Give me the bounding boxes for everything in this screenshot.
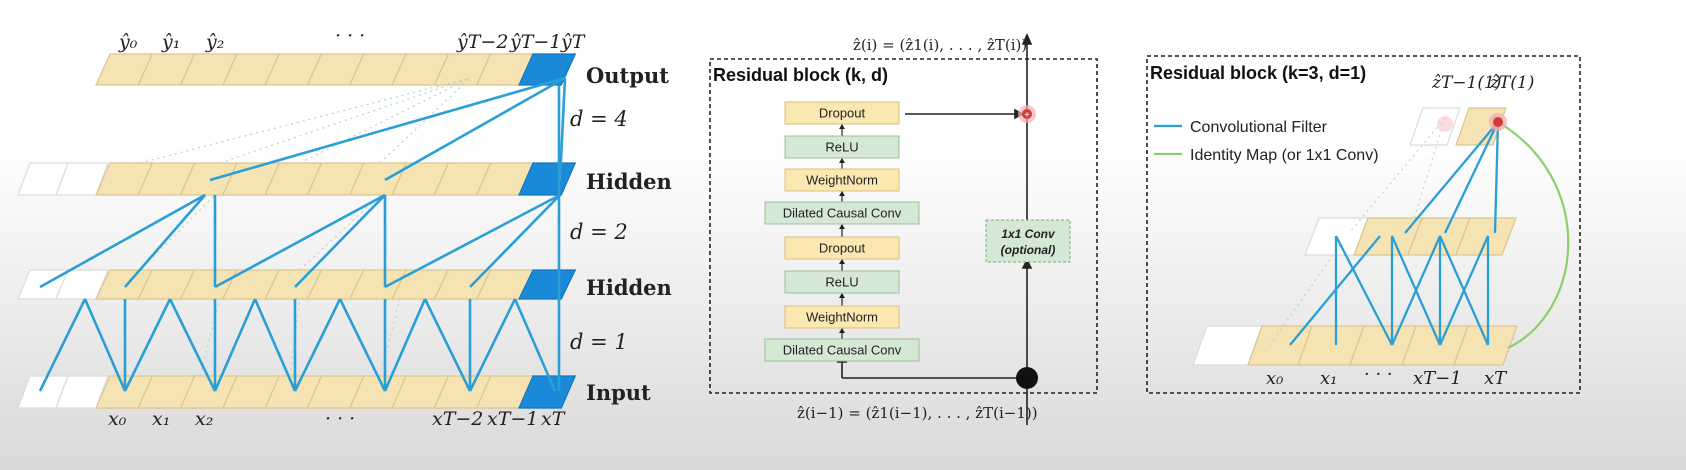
dilation-2-label: d = 2 <box>570 220 628 244</box>
plus-icon: + <box>1024 110 1030 121</box>
output-ellipsis: · · · <box>335 25 365 47</box>
residual-layer-label-4: Dropout <box>819 241 866 256</box>
example-dotted-lines <box>1269 117 1446 346</box>
ex-x-t-label: xT <box>1484 368 1508 389</box>
input-node <box>1016 367 1038 389</box>
z-i-label: ẑ(i) = (ẑ1(i), . . . , ẑT(i)) <box>853 36 1027 54</box>
ghost-cells <box>17 162 109 409</box>
example-input-labels: x₀ x₁ · · · xT−1 xT <box>1266 364 1508 389</box>
residual-layer-label-3: Dilated Causal Conv <box>783 206 902 221</box>
output-cell-10 <box>518 53 577 86</box>
y-hat-t-label: ŷT <box>560 31 586 53</box>
y-hat-1-label: ŷ₁ <box>161 31 180 53</box>
y-hat-0-label: ŷ₀ <box>118 31 138 53</box>
residual-layer-label-6: WeightNorm <box>806 310 878 325</box>
residual-arrowhead-3 <box>839 224 845 229</box>
x-t-label: xT <box>541 408 566 430</box>
residual-layer-label-0: Dropout <box>819 106 866 121</box>
residual-block-title: Residual block (k, d) <box>713 65 888 85</box>
y-hat-t-2-label: ŷT−2 <box>456 31 508 53</box>
ex-ellipsis: · · · <box>1364 364 1393 385</box>
add-node <box>1022 109 1032 119</box>
residual-layer-label-7: Dilated Causal Conv <box>783 343 902 358</box>
residual-arrowhead-4 <box>839 259 845 264</box>
conv-1x1-box: 1x1 Conv (optional) <box>985 219 1071 263</box>
residual-arrowhead-1 <box>839 158 845 163</box>
input-layer-label: Input <box>586 380 651 405</box>
dilation-1-label: d = 1 <box>570 330 628 354</box>
input-labels: x₀ x₁ x₂ · · · xT−2 xT−1 xT <box>108 408 566 430</box>
example-block-title: Residual block (k=3, d=1) <box>1150 63 1366 83</box>
residual-block-border <box>709 58 1098 394</box>
hidden-layer-2-label: Hidden <box>586 275 672 300</box>
x-1-label: x₁ <box>152 408 170 430</box>
tcn-layer-bars <box>95 53 577 409</box>
ex-x-t-1-label: xT−1 <box>1413 368 1462 389</box>
residual-layer-label-1: ReLU <box>825 140 858 155</box>
output-labels: ŷ₀ ŷ₁ ŷ₂ · · · ŷT−2 ŷT−1 ŷT <box>118 25 586 53</box>
x-t-2-label: xT−2 <box>432 408 483 430</box>
x-0-label: x₀ <box>108 408 127 430</box>
conv-1x1-optional: (optional) <box>1001 243 1056 257</box>
residual-arrowhead-5 <box>839 293 845 298</box>
conv-1x1-label: 1x1 Conv <box>1001 227 1056 241</box>
residual-arrowhead-6 <box>839 328 845 333</box>
identity-legend-label: Identity Map (or 1x1 Conv) <box>1190 147 1379 164</box>
z-hat-t-label: ẑT(1) <box>1489 73 1534 93</box>
residual-block-diagram: Residual block (k, d) ẑ(i) = (ẑ1(i), . .… <box>709 33 1098 425</box>
dotted-connections <box>139 77 471 377</box>
z-hat-t-1-label: ẑT−1(1) <box>1431 73 1501 93</box>
hidden2-cell-10 <box>518 269 577 300</box>
hidden-layer-1-label: Hidden <box>586 169 672 194</box>
y-hat-2-label: ŷ₂ <box>205 31 224 53</box>
filter-connections <box>38 76 567 392</box>
input-ellipsis: · · · <box>325 408 355 430</box>
example-cells <box>1247 107 1518 366</box>
residual-layer-box-7 <box>764 338 920 362</box>
z-i-minus-1-label: ẑ(i−1) = (ẑ1(i−1), . . . , ẑT(i−1)) <box>797 404 1038 422</box>
x-2-label: x₂ <box>195 408 213 430</box>
y-hat-t-1-label: ŷT−1 <box>509 31 561 53</box>
example-block-diagram: Residual block (k=3, d=1) Convolutional … <box>1146 55 1581 394</box>
residual-layer-label-5: ReLU <box>825 275 858 290</box>
ex-x-0-label: x₀ <box>1266 368 1283 389</box>
faded-add-node <box>1437 116 1453 132</box>
input-cell-10 <box>518 375 577 409</box>
output-layer-label: Output <box>586 63 669 88</box>
conv-filter-legend-label: Convolutional Filter <box>1190 119 1328 136</box>
dilation-4-label: d = 4 <box>570 107 628 131</box>
residual-arrowhead-2 <box>839 191 845 196</box>
ex-x-1-label: x₁ <box>1320 368 1337 389</box>
residual-layer-label-2: WeightNorm <box>806 173 878 188</box>
identity-map-curve <box>1497 121 1570 349</box>
add-node-right <box>1493 117 1503 127</box>
residual-arrowhead-0 <box>839 124 845 129</box>
x-t-1-label: xT−1 <box>487 408 538 430</box>
tcn-diagram: ŷ₀ ŷ₁ ŷ₂ · · · ŷT−2 ŷT−1 ŷT x₀ x₁ x₂ · ·… <box>17 25 672 430</box>
example-filter-lines <box>1289 121 1500 346</box>
